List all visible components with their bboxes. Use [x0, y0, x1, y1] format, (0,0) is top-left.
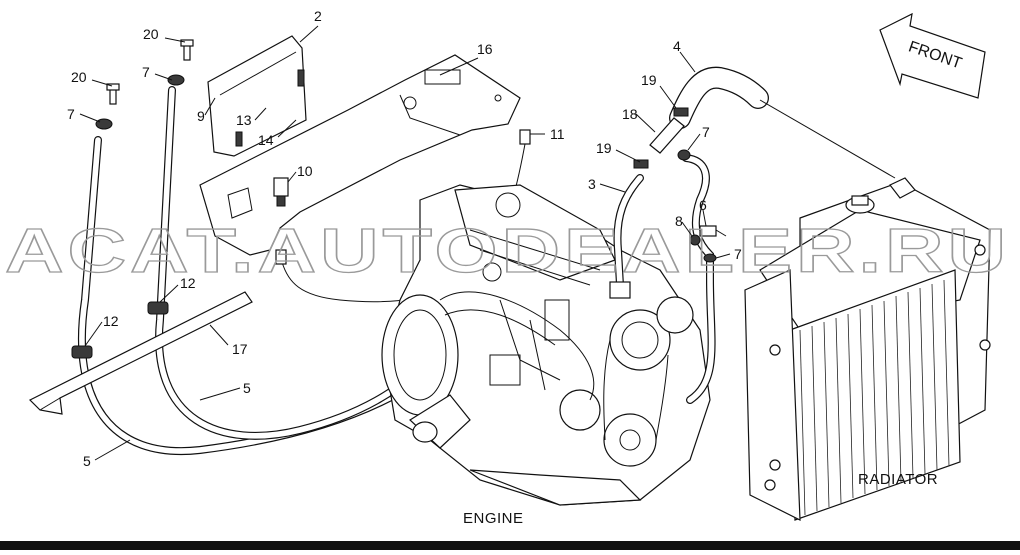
angle-bracket-17: [28, 291, 253, 415]
callout-label: 19: [641, 72, 657, 88]
callout-label: 4: [673, 38, 681, 54]
callout-label: 18: [622, 106, 638, 122]
bypass-hose: [677, 149, 716, 404]
callout-label: 12: [180, 275, 196, 291]
callout-label: 7: [142, 64, 150, 80]
sender-10: [273, 177, 289, 207]
callout-label: 16: [477, 41, 493, 57]
callout-label: 2: [314, 8, 322, 24]
callout-label: 7: [734, 246, 742, 262]
callout-label: 7: [67, 106, 75, 122]
leader-lines: [79, 25, 731, 461]
pipe-18: [633, 107, 689, 169]
callout-label: 12: [103, 313, 119, 329]
hose-3: [609, 174, 644, 299]
radiator-label: RADIATOR: [858, 471, 938, 488]
callout-label: 10: [297, 163, 313, 179]
callout-label: 11: [550, 126, 565, 142]
callout-label: 13: [236, 112, 252, 128]
grommets-12: [71, 301, 169, 359]
bracket-2: [207, 35, 307, 157]
engine-label: ENGINE: [463, 510, 524, 527]
callout-label: 6: [699, 197, 707, 213]
callout-label: 8: [675, 213, 683, 229]
callout-label: 3: [588, 176, 596, 192]
radiator-assembly: [744, 177, 991, 521]
callout-label: 14: [258, 132, 274, 148]
callout-label: 5: [243, 380, 251, 396]
callout-label: 5: [83, 453, 91, 469]
radiator-fins: [799, 279, 950, 516]
callout-label: 7: [702, 124, 710, 140]
watermark: ACAT.AUTODEALER.RU: [5, 217, 1010, 286]
plug-8: [689, 234, 701, 246]
callout-label: 19: [596, 140, 612, 156]
engine-assembly: [381, 184, 711, 506]
callout-label: 20: [143, 26, 159, 42]
bolts-20: [106, 39, 194, 105]
bottom-border-bar: [0, 541, 1020, 550]
hose-4: [669, 66, 769, 129]
front-arrow: FRONT: [879, 12, 986, 99]
callout-label: 9: [197, 108, 205, 124]
callout-numbers: 20 2 20 7 7 9 13 14 16 10 11 4 19 18 7 1…: [67, 8, 742, 469]
callout-label: 20: [71, 69, 87, 85]
radiator-leader: [759, 99, 896, 179]
callout-label: 17: [232, 341, 248, 357]
fitting-6: [699, 225, 727, 237]
